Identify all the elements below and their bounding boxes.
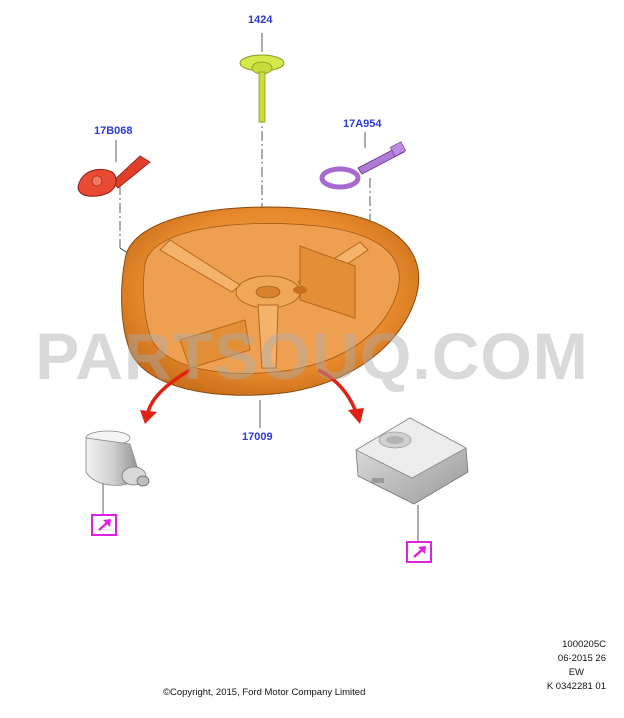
tow-eye-part[interactable] xyxy=(319,141,407,190)
copyright-text: ©Copyright, 2015, Ford Motor Company Lim… xyxy=(163,687,366,698)
retaining-bolt-part[interactable] xyxy=(239,54,285,123)
reference-line: EW xyxy=(568,667,584,678)
callout-17009[interactable]: 17009 xyxy=(242,431,273,443)
callout-17a954[interactable]: 17A954 xyxy=(343,118,382,130)
direction-arrow xyxy=(140,368,191,424)
direction-arrow xyxy=(317,368,364,424)
link-arrow-icon xyxy=(413,546,426,558)
callout-1424[interactable]: 1424 xyxy=(248,14,273,26)
reference-line: 1000205C xyxy=(562,639,606,650)
compressor-part[interactable] xyxy=(355,417,469,505)
reference-line: K 0342281 01 xyxy=(546,681,606,692)
reference-line: 06-2015 26 xyxy=(557,653,606,664)
jack-handle-part[interactable] xyxy=(77,155,151,197)
sealant-canister-part[interactable] xyxy=(85,430,150,487)
callout-17b068[interactable]: 17B068 xyxy=(94,125,133,137)
spare-wheel-tray-part[interactable] xyxy=(121,206,420,396)
link-arrow-icon xyxy=(98,519,111,531)
compressor-link-button[interactable] xyxy=(406,541,432,563)
canister-link-button[interactable] xyxy=(91,514,117,536)
